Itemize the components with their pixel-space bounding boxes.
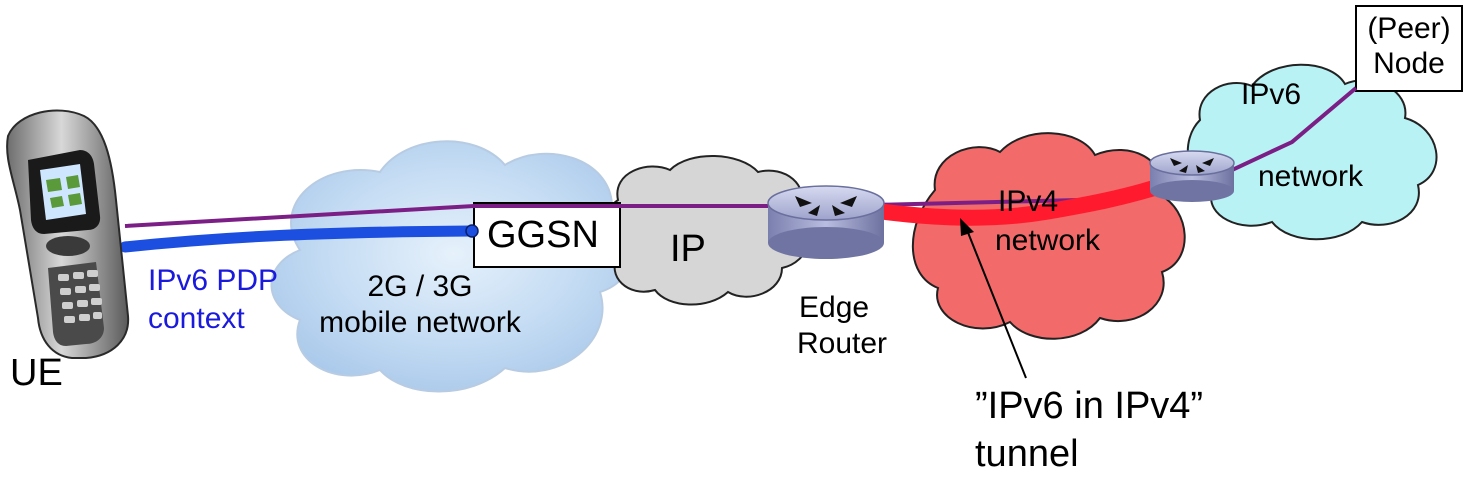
- pdp-endpoint-dot: [465, 224, 479, 238]
- ipv4-cloud-label-line2: network: [995, 224, 1101, 257]
- ipv6-cloud-label: IPv6: [1241, 78, 1302, 111]
- peer-node-box: [1355, 5, 1463, 92]
- phone-icon: [6, 109, 130, 359]
- mobile-network-label-line1: 2G / 3G: [367, 270, 473, 303]
- tunnel-pointer-arrowhead: [960, 218, 974, 236]
- ue-label: UE: [10, 352, 63, 394]
- ipv4-cloud-label-line1: IPv4: [998, 185, 1059, 218]
- ggsn-label: GGSN: [487, 214, 599, 256]
- pdp-context-label-line2: context: [148, 302, 245, 335]
- mobile-network-label-line2: mobile network: [319, 306, 521, 339]
- edge-router-icon: [767, 185, 885, 259]
- peer-node-label-line1: (Peer): [1367, 12, 1451, 45]
- ip-cloud-label: IP: [670, 228, 706, 270]
- ipv4-cloud: [911, 132, 1186, 340]
- tunnel-pipe: [842, 175, 1178, 226]
- tunnel-pointer-line: [966, 229, 1027, 379]
- ip-cloud: [602, 154, 812, 306]
- tunnel-label-line1: ”IPv6 in IPv4”: [975, 385, 1204, 427]
- pdp-context-label-line1: IPv6 PDP: [148, 264, 279, 297]
- edge-router-label-line2: Router: [797, 327, 888, 360]
- ipv6-cloud: [1186, 63, 1438, 241]
- ipv6-router-icon: [1149, 150, 1235, 202]
- peer-node-label-line2: Node: [1373, 47, 1445, 80]
- tunnel-label-line2: tunnel: [975, 433, 1079, 475]
- edge-router-label-line1: Edge: [799, 291, 870, 324]
- pdp-context-pipe: [119, 225, 477, 253]
- ipv6-network-label: network: [1258, 160, 1364, 193]
